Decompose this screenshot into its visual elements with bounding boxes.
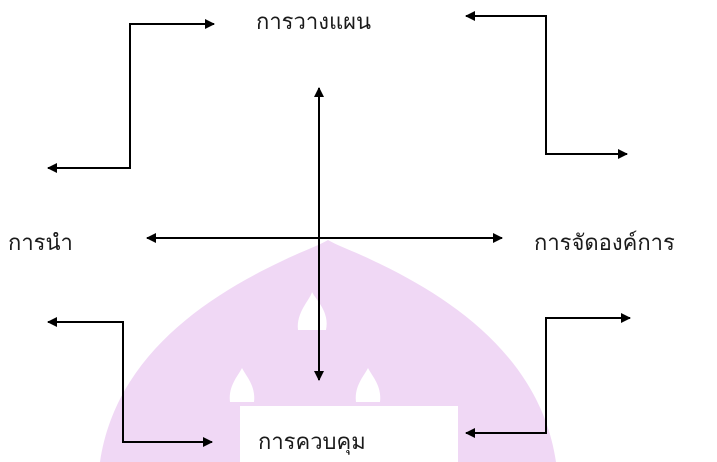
node-organizing: การจัดองค์การ <box>534 231 675 256</box>
connector-top-to-right <box>465 11 628 159</box>
node-leading: การนำ <box>8 231 73 256</box>
watermark-spire-right <box>355 368 381 402</box>
watermark-gate <box>240 406 458 462</box>
connector-left-to-bottom <box>47 317 213 447</box>
connector-bottom-to-right <box>465 313 631 438</box>
watermark-spire-left <box>229 368 255 402</box>
watermark-emblem <box>100 240 556 462</box>
connector-left-to-top <box>47 19 215 173</box>
node-controlling: การควบคุม <box>258 430 366 455</box>
node-planning: การวางแผน <box>256 10 372 35</box>
